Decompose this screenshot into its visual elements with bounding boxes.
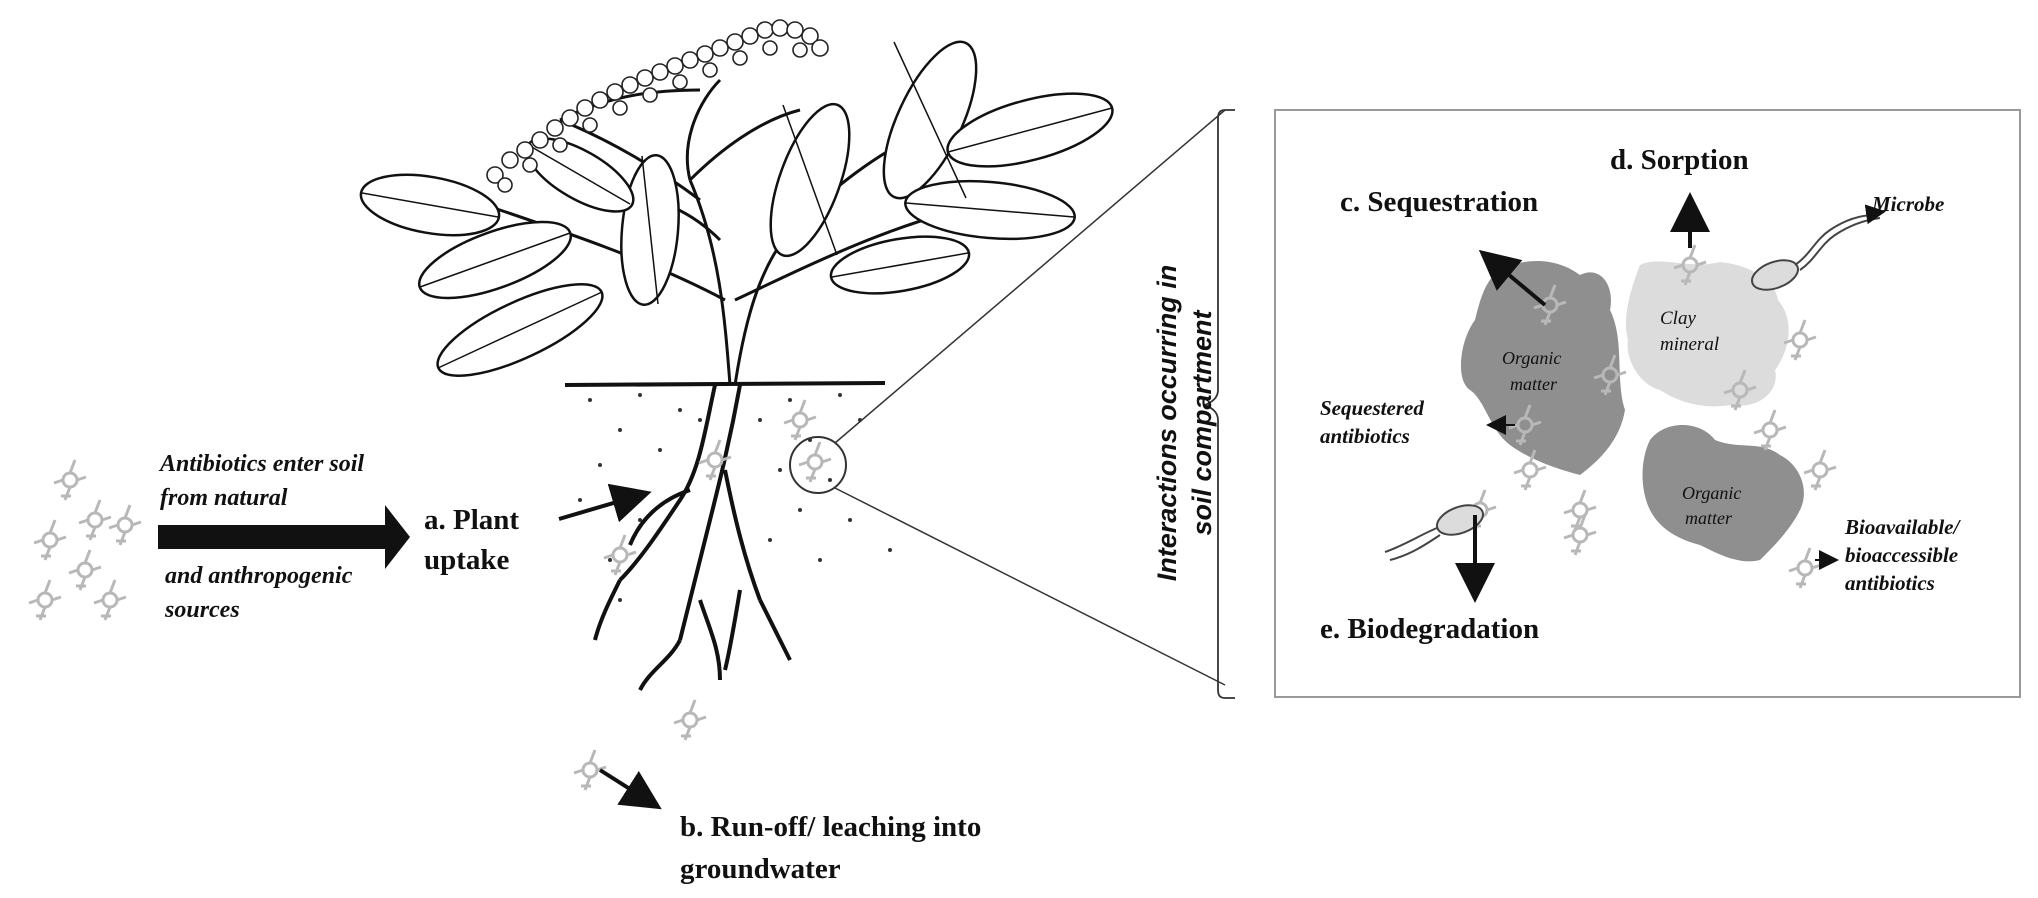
soil-particles — [578, 393, 892, 602]
interactions-line1: Interactions occurring in — [1152, 264, 1182, 582]
plant-uptake-arrow — [558, 483, 652, 523]
enter-soil-line2: from natural — [160, 485, 288, 511]
clay-mineral-shape — [1625, 261, 1789, 407]
molecule-cluster-left — [27, 458, 143, 622]
plant-uptake-line2: uptake — [424, 544, 510, 576]
sorption-label: d. Sorption — [1610, 144, 1749, 176]
microbe-label: Microbe — [1872, 192, 1945, 216]
enter-soil-line3: and anthropogenic — [165, 563, 353, 589]
bioavailable-line3: antibiotics — [1845, 571, 1935, 595]
zoom-circle — [789, 436, 847, 494]
flower-cluster — [486, 19, 829, 193]
interactions-line2: soil compartment — [1187, 310, 1218, 536]
enter-soil-line4: sources — [165, 597, 240, 623]
organic2-label-line2: matter — [1685, 508, 1732, 528]
enter-soil-line1: Antibiotics enter soil — [160, 451, 365, 477]
leaf-veins — [361, 41, 1113, 369]
biodegradation-label: e. Biodegradation — [1320, 613, 1540, 645]
organic1-label-line2: matter — [1510, 374, 1557, 394]
bioavailable-line2: bioaccessible — [1845, 543, 1959, 567]
plant-uptake-line1: a. Plant — [424, 504, 520, 536]
runoff-line2: groundwater — [680, 853, 841, 885]
runoff-line1: b. Run-off/ leaching into — [680, 811, 982, 843]
organic1-label-line1: Organic — [1502, 348, 1562, 368]
runoff-arrow — [598, 768, 662, 810]
zoom-line-top — [834, 109, 1226, 444]
sequestered-line2: antibiotics — [1320, 424, 1410, 448]
clay-label-line1: Clay — [1660, 308, 1696, 329]
plant-roots — [593, 384, 792, 691]
soil-surface — [564, 381, 886, 387]
organic2-label-line1: Organic — [1682, 483, 1742, 503]
input-arrow — [158, 505, 410, 569]
microbe-top — [1751, 204, 1886, 291]
bracket — [1202, 109, 1235, 699]
interactions-label: Interactions occurring in soil compartme… — [1150, 193, 1230, 653]
sequestered-line1: Sequestered — [1320, 396, 1424, 420]
microbe-bottom — [1384, 504, 1484, 561]
organic-matter-2 — [1642, 425, 1804, 562]
zoom-line-bottom — [834, 487, 1226, 686]
sequestration-label: c. Sequestration — [1340, 186, 1539, 218]
bioavailable-line1: Bioavailable/ — [1845, 515, 1960, 539]
clay-label-line2: mineral — [1660, 334, 1720, 355]
soil-compartment-box — [1274, 109, 2021, 698]
sequestration-arrow — [1478, 249, 1547, 307]
